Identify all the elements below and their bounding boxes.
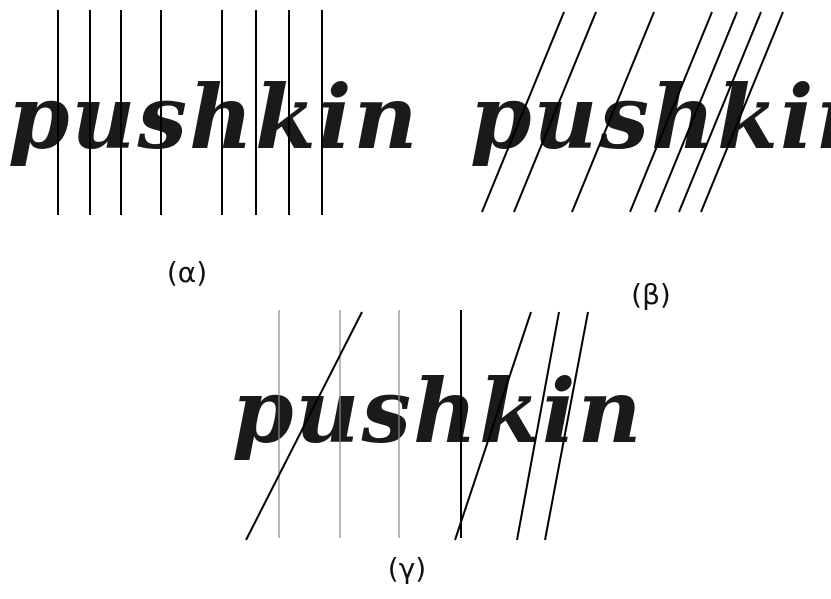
- panel-beta: pushkin (β): [470, 11, 831, 311]
- cut-line: [700, 11, 784, 213]
- cut-line: [629, 11, 713, 213]
- cut-line: [544, 311, 589, 541]
- caption-alpha: (α): [167, 256, 207, 289]
- handwritten-word-alpha: pushkin: [8, 65, 419, 169]
- handwritten-word-gamma: pushkin: [232, 359, 643, 463]
- cut-line: [678, 11, 762, 213]
- cut-line: [513, 11, 597, 213]
- panel-alpha: pushkin (α): [8, 10, 419, 289]
- cut-line: [245, 311, 363, 541]
- panel-gamma: pushkin (γ): [232, 310, 643, 585]
- segmentation-lines-gamma: [245, 310, 589, 541]
- segmentation-lines-alpha: [57, 10, 323, 215]
- handwritten-word-beta: pushkin: [470, 65, 831, 169]
- cut-line: [516, 311, 560, 541]
- caption-gamma: (γ): [388, 552, 426, 585]
- cut-line: [454, 311, 532, 541]
- cut-line: [571, 11, 655, 213]
- caption-beta: (β): [631, 278, 671, 311]
- cut-line: [654, 11, 738, 213]
- cut-line: [481, 11, 565, 213]
- segmentation-lines-beta: [481, 11, 784, 213]
